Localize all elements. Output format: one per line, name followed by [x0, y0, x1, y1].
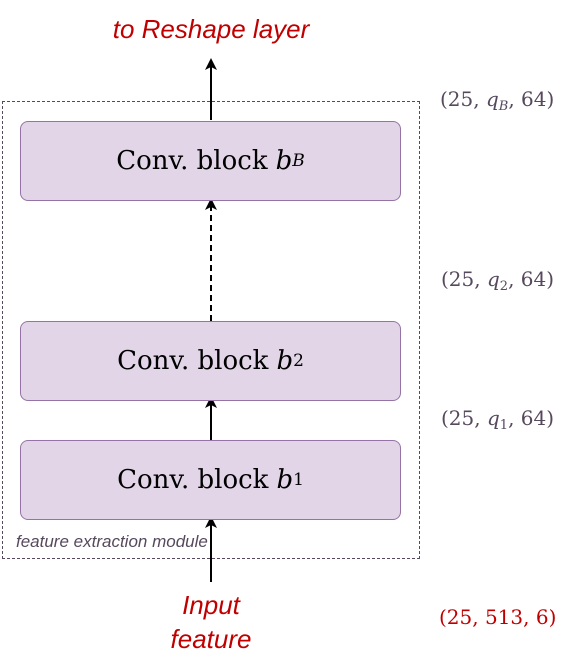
block-sub: 1 [293, 470, 304, 490]
output-label: to Reshape layer [112, 14, 310, 44]
module-caption: feature extraction module [16, 532, 208, 551]
shape-var: q [485, 87, 499, 111]
block-var: b [276, 346, 294, 376]
shape-close: , 64) [508, 87, 555, 111]
block-sub: B [292, 151, 305, 171]
block-sub: 2 [293, 351, 304, 371]
block-label: Conv. block [117, 465, 269, 495]
block-var: b [276, 465, 294, 495]
block-label: Conv. block [116, 146, 268, 176]
shape-label-input: (25, 513, 6) [439, 605, 557, 629]
shape-open: (25, [441, 267, 487, 291]
shape-label-qB: (25, qB, 64) [440, 87, 554, 114]
shape-open: (25, [441, 406, 487, 430]
block-label: Conv. block [117, 346, 269, 376]
input-label: Input feature [140, 588, 282, 656]
shape-sub: B [498, 99, 509, 114]
shape-var: q [486, 267, 500, 291]
shape-sub: 1 [499, 418, 509, 433]
input-label-line2: feature [170, 624, 252, 654]
shape-var: q [486, 406, 500, 430]
shape-sub: 2 [499, 279, 509, 294]
shape-label-q2: (25, q2, 64) [441, 267, 554, 294]
shape-close: , 64) [508, 406, 555, 430]
feature-extraction-module-frame [2, 101, 420, 559]
shape-close: , 64) [508, 267, 555, 291]
shape-open: (25, [440, 87, 486, 111]
shape-label-q1: (25, q1, 64) [441, 406, 554, 433]
input-label-line1: Input [182, 590, 240, 620]
block-var: b [275, 146, 293, 176]
